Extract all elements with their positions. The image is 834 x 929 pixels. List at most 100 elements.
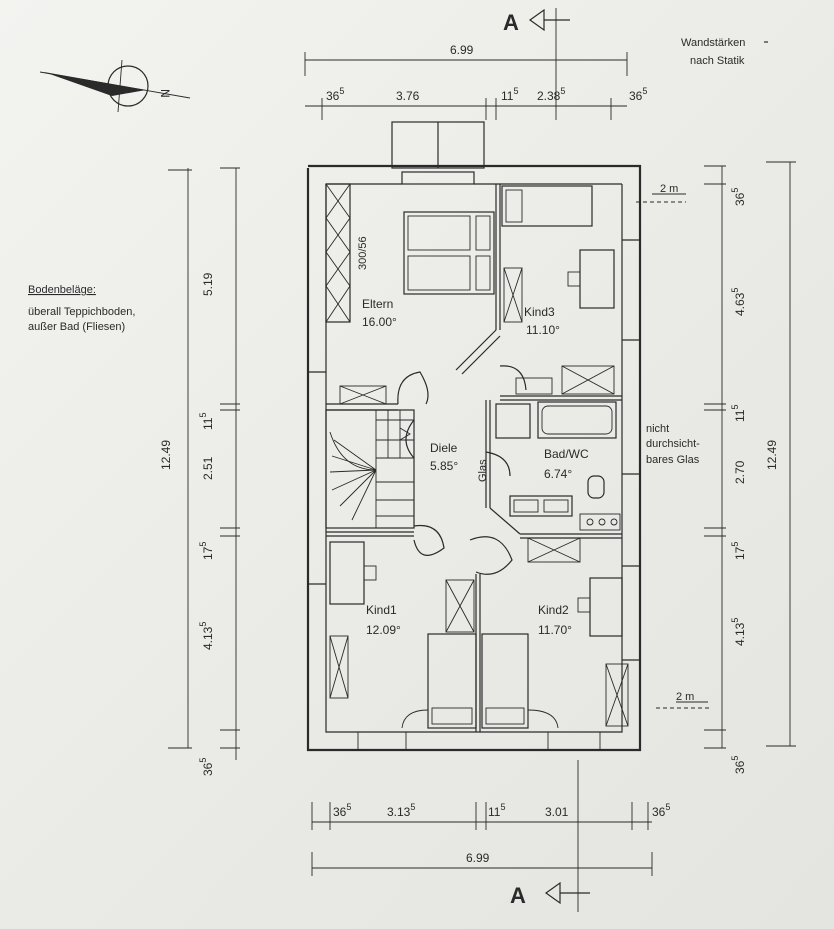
bed-kind1 — [427, 633, 477, 729]
glass-note-line3: bares Glas — [646, 454, 700, 466]
svg-text:115: 115 — [730, 405, 747, 422]
room-kind2: Kind2 11.70° — [538, 603, 572, 637]
room-area-kind3: 11.10° — [526, 323, 560, 337]
svg-text:365: 365 — [730, 188, 747, 206]
svg-text:365: 365 — [198, 758, 215, 776]
room-diele: Diele 5.85° — [430, 441, 458, 473]
room-area-eltern: 16.00° — [362, 315, 397, 329]
bottom-dim-2: 3.13 — [387, 805, 411, 819]
svg-text:115: 115 — [198, 413, 215, 430]
bed-eltern — [403, 211, 495, 295]
glass-note-line1: nicht — [646, 423, 669, 435]
right-dim-4: 2.70 — [733, 460, 747, 484]
svg-text:365: 365 — [333, 802, 351, 819]
floor-note-line2: außer Bad (Fliesen) — [28, 321, 125, 333]
desk-kind1 — [329, 541, 365, 605]
building-walls — [306, 121, 642, 752]
room-name-kind1: Kind1 — [366, 603, 397, 617]
sink — [509, 495, 573, 517]
bottom-total-dim: 6.99 — [466, 851, 490, 865]
glass-note-line2: durchsicht- — [646, 438, 700, 450]
bottom-dim-4: 3.01 — [545, 805, 569, 819]
wardrobe-label: 300/56 — [357, 236, 369, 270]
doors — [397, 365, 527, 575]
north-arrow: N — [39, 59, 191, 113]
room-area-diele: 5.85° — [430, 459, 458, 473]
room-kind3: Kind3 11.10° — [524, 305, 560, 337]
height-label-bottom: 2 m — [676, 691, 694, 703]
height-mark-top: 2 m — [636, 183, 686, 203]
top-dim-5: 36 — [629, 89, 643, 103]
room-area-kind1: 12.09° — [366, 623, 401, 637]
svg-text:4.135: 4.135 — [198, 622, 215, 650]
room-bad: Bad/WC 6.74° — [544, 447, 589, 481]
svg-text:4.135: 4.135 — [730, 618, 747, 646]
left-dim-5: 4.13 — [201, 626, 215, 650]
top-dimensions: 6.99 365 3.76 115 2.385 365 — [304, 43, 647, 120]
bed-kind3 — [501, 185, 593, 227]
left-total-dim: 12.49 — [159, 440, 173, 470]
floor-note-line1: überall Teppichboden, — [28, 306, 135, 318]
svg-text:365: 365 — [629, 86, 647, 103]
svg-text:365: 365 — [730, 756, 747, 774]
height-label-top: 2 m — [660, 183, 678, 195]
top-dim-4: 2.38 — [537, 89, 561, 103]
svg-text:2.385: 2.385 — [537, 86, 565, 103]
left-dimensions: 12.49 5.19 115 2.51 175 4.135 365 — [159, 167, 240, 776]
room-area-bad: 6.74° — [544, 467, 572, 481]
bottom-dim-1: 36 — [333, 805, 347, 819]
wall-note-line2: nach Statik — [690, 55, 745, 67]
svg-text:115: 115 — [488, 802, 505, 819]
svg-text:365: 365 — [326, 86, 344, 103]
room-name-bad: Bad/WC — [544, 447, 589, 461]
bed-kind2 — [481, 633, 529, 729]
right-dimensions: 365 4.635 115 2.70 175 4.135 365 12.49 — [704, 161, 796, 774]
room-eltern: Eltern 16.00° — [362, 297, 397, 329]
room-name-kind3: Kind3 — [524, 305, 555, 319]
top-dim-3: 11 — [501, 89, 514, 103]
left-dim-3: 2.51 — [201, 456, 215, 480]
right-dim-1: 36 — [733, 192, 747, 206]
room-name-diele: Diele — [430, 441, 458, 455]
left-dim-1: 5.19 — [201, 272, 215, 296]
svg-text:175: 175 — [198, 542, 215, 560]
svg-text:175: 175 — [730, 542, 747, 560]
section-letter-bottom: A — [510, 883, 526, 908]
floor-note-title: Bodenbeläge: — [28, 284, 96, 296]
svg-text:365: 365 — [652, 802, 670, 819]
section-marker-bottom: A — [510, 760, 590, 912]
section-marker-top: A — [503, 8, 570, 120]
north-label: N — [158, 89, 172, 98]
right-dim-6: 4.13 — [733, 622, 747, 646]
top-dim-1: 36 — [326, 89, 340, 103]
desk-kind2 — [589, 577, 623, 637]
room-area-kind2: 11.70° — [538, 623, 572, 637]
right-dim-3: 11 — [733, 409, 747, 422]
height-mark-bottom: 2 m — [656, 691, 712, 709]
desk-kind3 — [579, 249, 615, 309]
toilet — [587, 475, 605, 499]
wardrobe-eltern — [325, 183, 351, 323]
bottom-dim-3: 11 — [488, 805, 501, 819]
svg-text:4.635: 4.635 — [730, 288, 747, 316]
section-letter-top: A — [503, 10, 519, 35]
right-dim-7: 36 — [733, 760, 747, 774]
right-total-dim: 12.49 — [765, 440, 779, 470]
shower — [495, 403, 531, 439]
room-name-kind2: Kind2 — [538, 603, 569, 617]
top-total-dim: 6.99 — [450, 43, 474, 57]
left-dim-2: 11 — [201, 417, 215, 430]
right-dim-2: 4.63 — [733, 292, 747, 316]
top-dim-2: 3.76 — [396, 89, 420, 103]
left-dim-4: 17 — [201, 546, 215, 560]
wall-note-line1: Wandstärken — [681, 37, 745, 49]
furniture — [325, 183, 629, 729]
bathtub — [537, 401, 617, 439]
room-kind1: Kind1 12.09° — [366, 603, 401, 637]
bottom-dimensions: 365 3.135 115 3.01 365 6.99 — [311, 802, 670, 876]
svg-text:3.135: 3.135 — [387, 802, 415, 819]
glas-door-label: Glas — [477, 459, 489, 482]
right-dim-5: 17 — [733, 546, 747, 560]
